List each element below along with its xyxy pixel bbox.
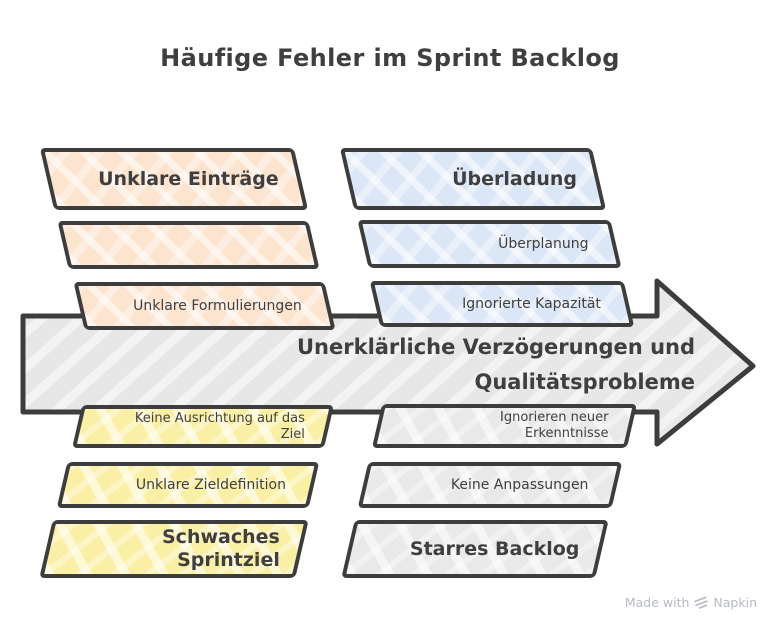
shape-label: Starres Backlog <box>410 537 580 560</box>
shape-label: Keine Anpassungen <box>451 476 589 493</box>
napkin-watermark: Made with Napkin <box>625 595 757 610</box>
shape-ignorierte-kapazitaet: Ignorierte Kapazität <box>369 281 635 327</box>
shape-label: Ignorieren neuer Erkenntnisse <box>499 410 608 441</box>
shape-unklare-formulierungen: Unklare Formulierungen <box>73 282 336 330</box>
shape-empty-orange <box>57 221 320 269</box>
shape-ignorieren-neuer-erkenntnisse: Ignorieren neuer Erkenntnisse <box>371 404 638 448</box>
shape-starres-backlog: Starres Backlog <box>341 520 609 578</box>
shape-keine-anpassungen: Keine Anpassungen <box>357 462 623 508</box>
shape-ueberplanung: Überplanung <box>357 220 622 268</box>
napkin-logo-icon <box>694 596 709 609</box>
shape-unklare-eintraege: Unklare Einträge <box>39 148 309 210</box>
arrow-label: Unerklärliche Verzögerungen und Qualität… <box>297 335 695 394</box>
shape-label: Unklare Zieldefinition <box>135 476 286 493</box>
shape-ueberladung: Überladung <box>339 148 607 210</box>
shape-label: Überladung <box>452 167 577 190</box>
shape-label: Ignorierte Kapazität <box>462 295 601 312</box>
diagram-title: Häufige Fehler im Sprint Backlog <box>160 44 620 72</box>
shape-label: Keine Ausrichtung auf das Ziel <box>135 410 305 442</box>
watermark-text: Made with <box>624 595 690 610</box>
shape-label: Schwaches Sprintziel <box>162 526 280 571</box>
shape-label: Unklare Einträge <box>98 167 279 190</box>
shape-schwaches-sprintziel: Schwaches Sprintziel <box>39 520 309 578</box>
watermark-brand: Napkin <box>713 595 757 610</box>
shape-label: Unklare Formulierungen <box>133 297 302 314</box>
shape-keine-ausrichtung-auf-das-ziel: Keine Ausrichtung auf das Ziel <box>72 405 334 448</box>
shape-unklare-zieldefinition: Unklare Zieldefinition <box>56 462 320 508</box>
shape-label: Überplanung <box>497 235 588 252</box>
